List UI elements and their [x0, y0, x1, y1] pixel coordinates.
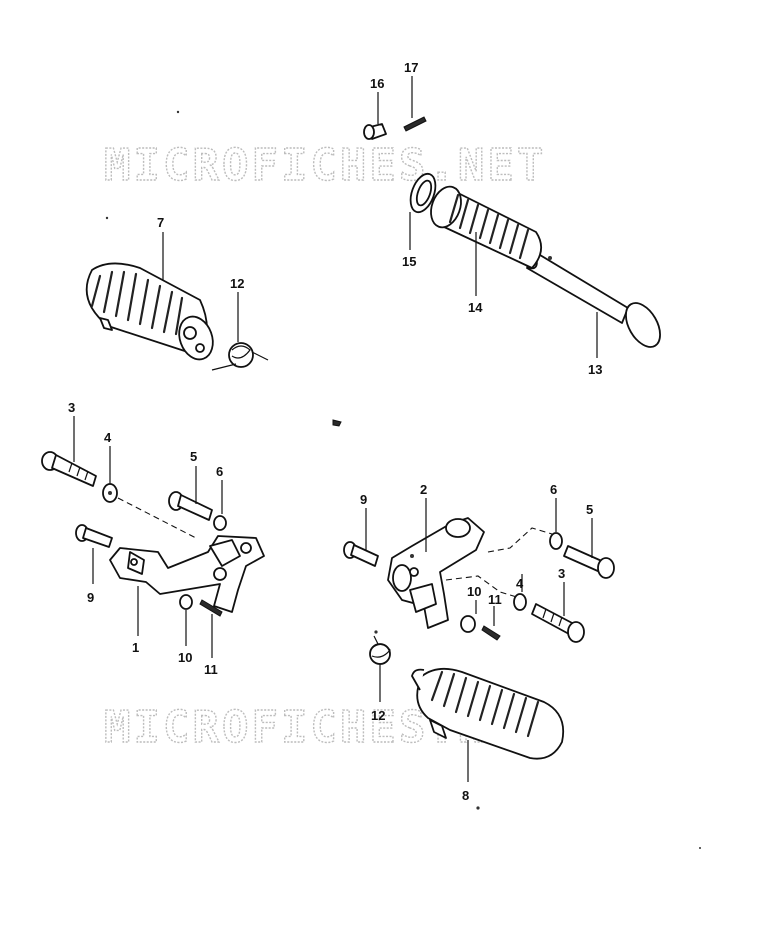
- callout-9-left: 9: [87, 590, 94, 605]
- part-9-pin-left: [75, 524, 113, 548]
- callout-12-upper: 12: [230, 276, 244, 291]
- part-13-shaft: [522, 250, 661, 348]
- callout-8: 8: [462, 788, 469, 803]
- part-3-bolt-left: [41, 451, 97, 487]
- callout-14: 14: [468, 300, 483, 315]
- callout-10-right: 10: [467, 584, 481, 599]
- callout-1: 1: [132, 640, 139, 655]
- callout-9-right: 9: [360, 492, 367, 507]
- part-12-spring-upper: [211, 342, 269, 371]
- dash-right-1: [487, 527, 553, 553]
- callout-11-right: 11: [488, 592, 502, 607]
- part-4-washer-right: [513, 593, 527, 611]
- part-7-footrest: [85, 262, 214, 361]
- part-2-bracket-right: [387, 517, 485, 629]
- callout-3-right: 3: [558, 566, 565, 581]
- callout-7: 7: [157, 215, 164, 230]
- part-15-washer: [409, 172, 437, 214]
- callout-4-right: 4: [516, 576, 524, 591]
- callout-3-left: 3: [68, 400, 75, 415]
- mark-dot: [332, 419, 342, 427]
- callout-6-right: 6: [550, 482, 557, 497]
- callout-16: 16: [370, 76, 384, 91]
- callout-5-left: 5: [190, 449, 197, 464]
- part-10-washer-left: [179, 594, 193, 610]
- part-16-pin: [363, 123, 387, 140]
- part-1-bracket-left: [109, 535, 265, 613]
- speck: [476, 806, 480, 810]
- callout-15: 15: [402, 254, 416, 269]
- callout-4-left: 4: [104, 430, 112, 445]
- part-12-spring-lower: [369, 630, 391, 665]
- part-9-pin-right: [343, 541, 379, 567]
- part-17-cotter-pin: [403, 116, 427, 132]
- callout-12-lower: 12: [371, 708, 385, 723]
- dash-right-2: [445, 575, 521, 599]
- callout-13: 13: [588, 362, 602, 377]
- speck: [699, 847, 701, 849]
- watermark-top: MICROFICHES.NET: [104, 140, 546, 191]
- speck: [105, 216, 109, 220]
- part-5-bolt-right: [563, 545, 615, 579]
- callout-5-right: 5: [586, 502, 593, 517]
- callout-10-left: 10: [178, 650, 192, 665]
- part-14-grip-rubber: [430, 185, 542, 269]
- part-6-washer-left: [213, 515, 227, 531]
- callout-11-left: 11: [204, 662, 218, 677]
- part-5-bolt-left: [168, 491, 213, 521]
- part-6-washer-right: [549, 532, 563, 550]
- part-3-bolt-right: [531, 603, 585, 643]
- callout-2: 2: [420, 482, 427, 497]
- part-8-footrest: [411, 667, 565, 760]
- dash-left-1: [117, 497, 197, 539]
- part-11-cotter-right: [481, 625, 501, 641]
- speck: [176, 110, 180, 114]
- part-4-washer-left: [102, 483, 118, 503]
- callout-17: 17: [404, 60, 418, 75]
- callout-6-left: 6: [216, 464, 223, 479]
- part-10-washer-right: [460, 615, 476, 633]
- part-11-cotter-left: [199, 599, 223, 617]
